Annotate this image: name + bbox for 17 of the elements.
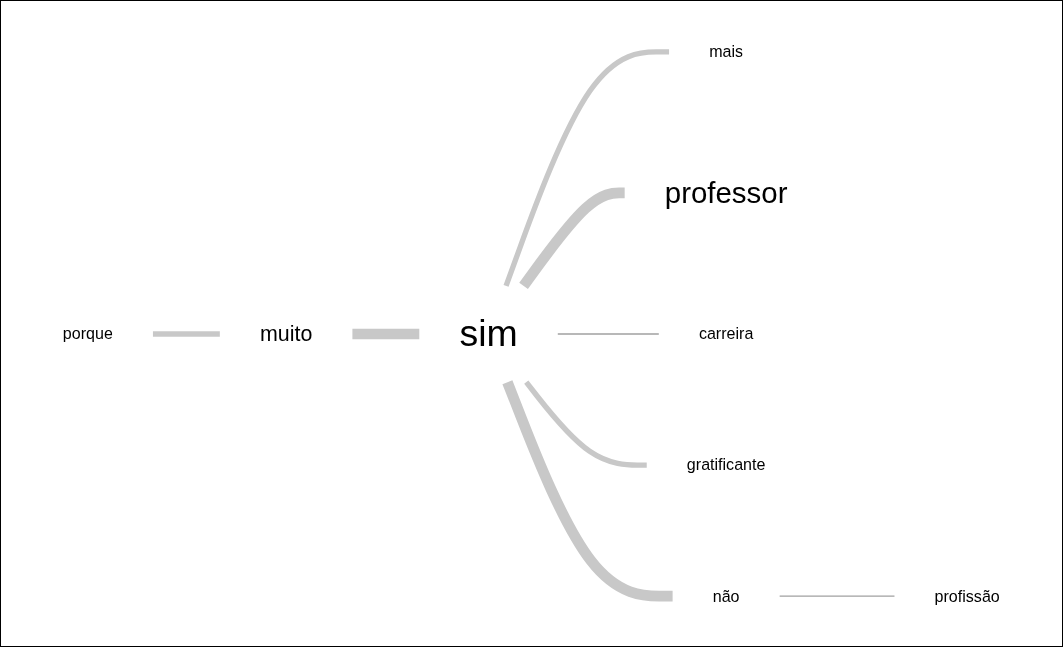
node-text: gratificante	[687, 455, 766, 474]
connector	[502, 379, 673, 602]
node-text: carreira	[699, 324, 754, 343]
connector	[352, 328, 420, 339]
connector	[557, 332, 660, 335]
connector	[519, 187, 625, 289]
connector	[503, 48, 670, 287]
node-text: não	[712, 586, 740, 606]
connector	[153, 330, 221, 337]
connector	[524, 380, 647, 468]
node-text: professor	[665, 175, 788, 210]
node-text: mais	[709, 41, 744, 61]
connector	[779, 595, 896, 597]
node-text: porque	[63, 324, 114, 343]
node-text: muito	[260, 321, 313, 345]
node-text: sim	[459, 312, 518, 354]
node-text: profissão	[934, 586, 1000, 606]
